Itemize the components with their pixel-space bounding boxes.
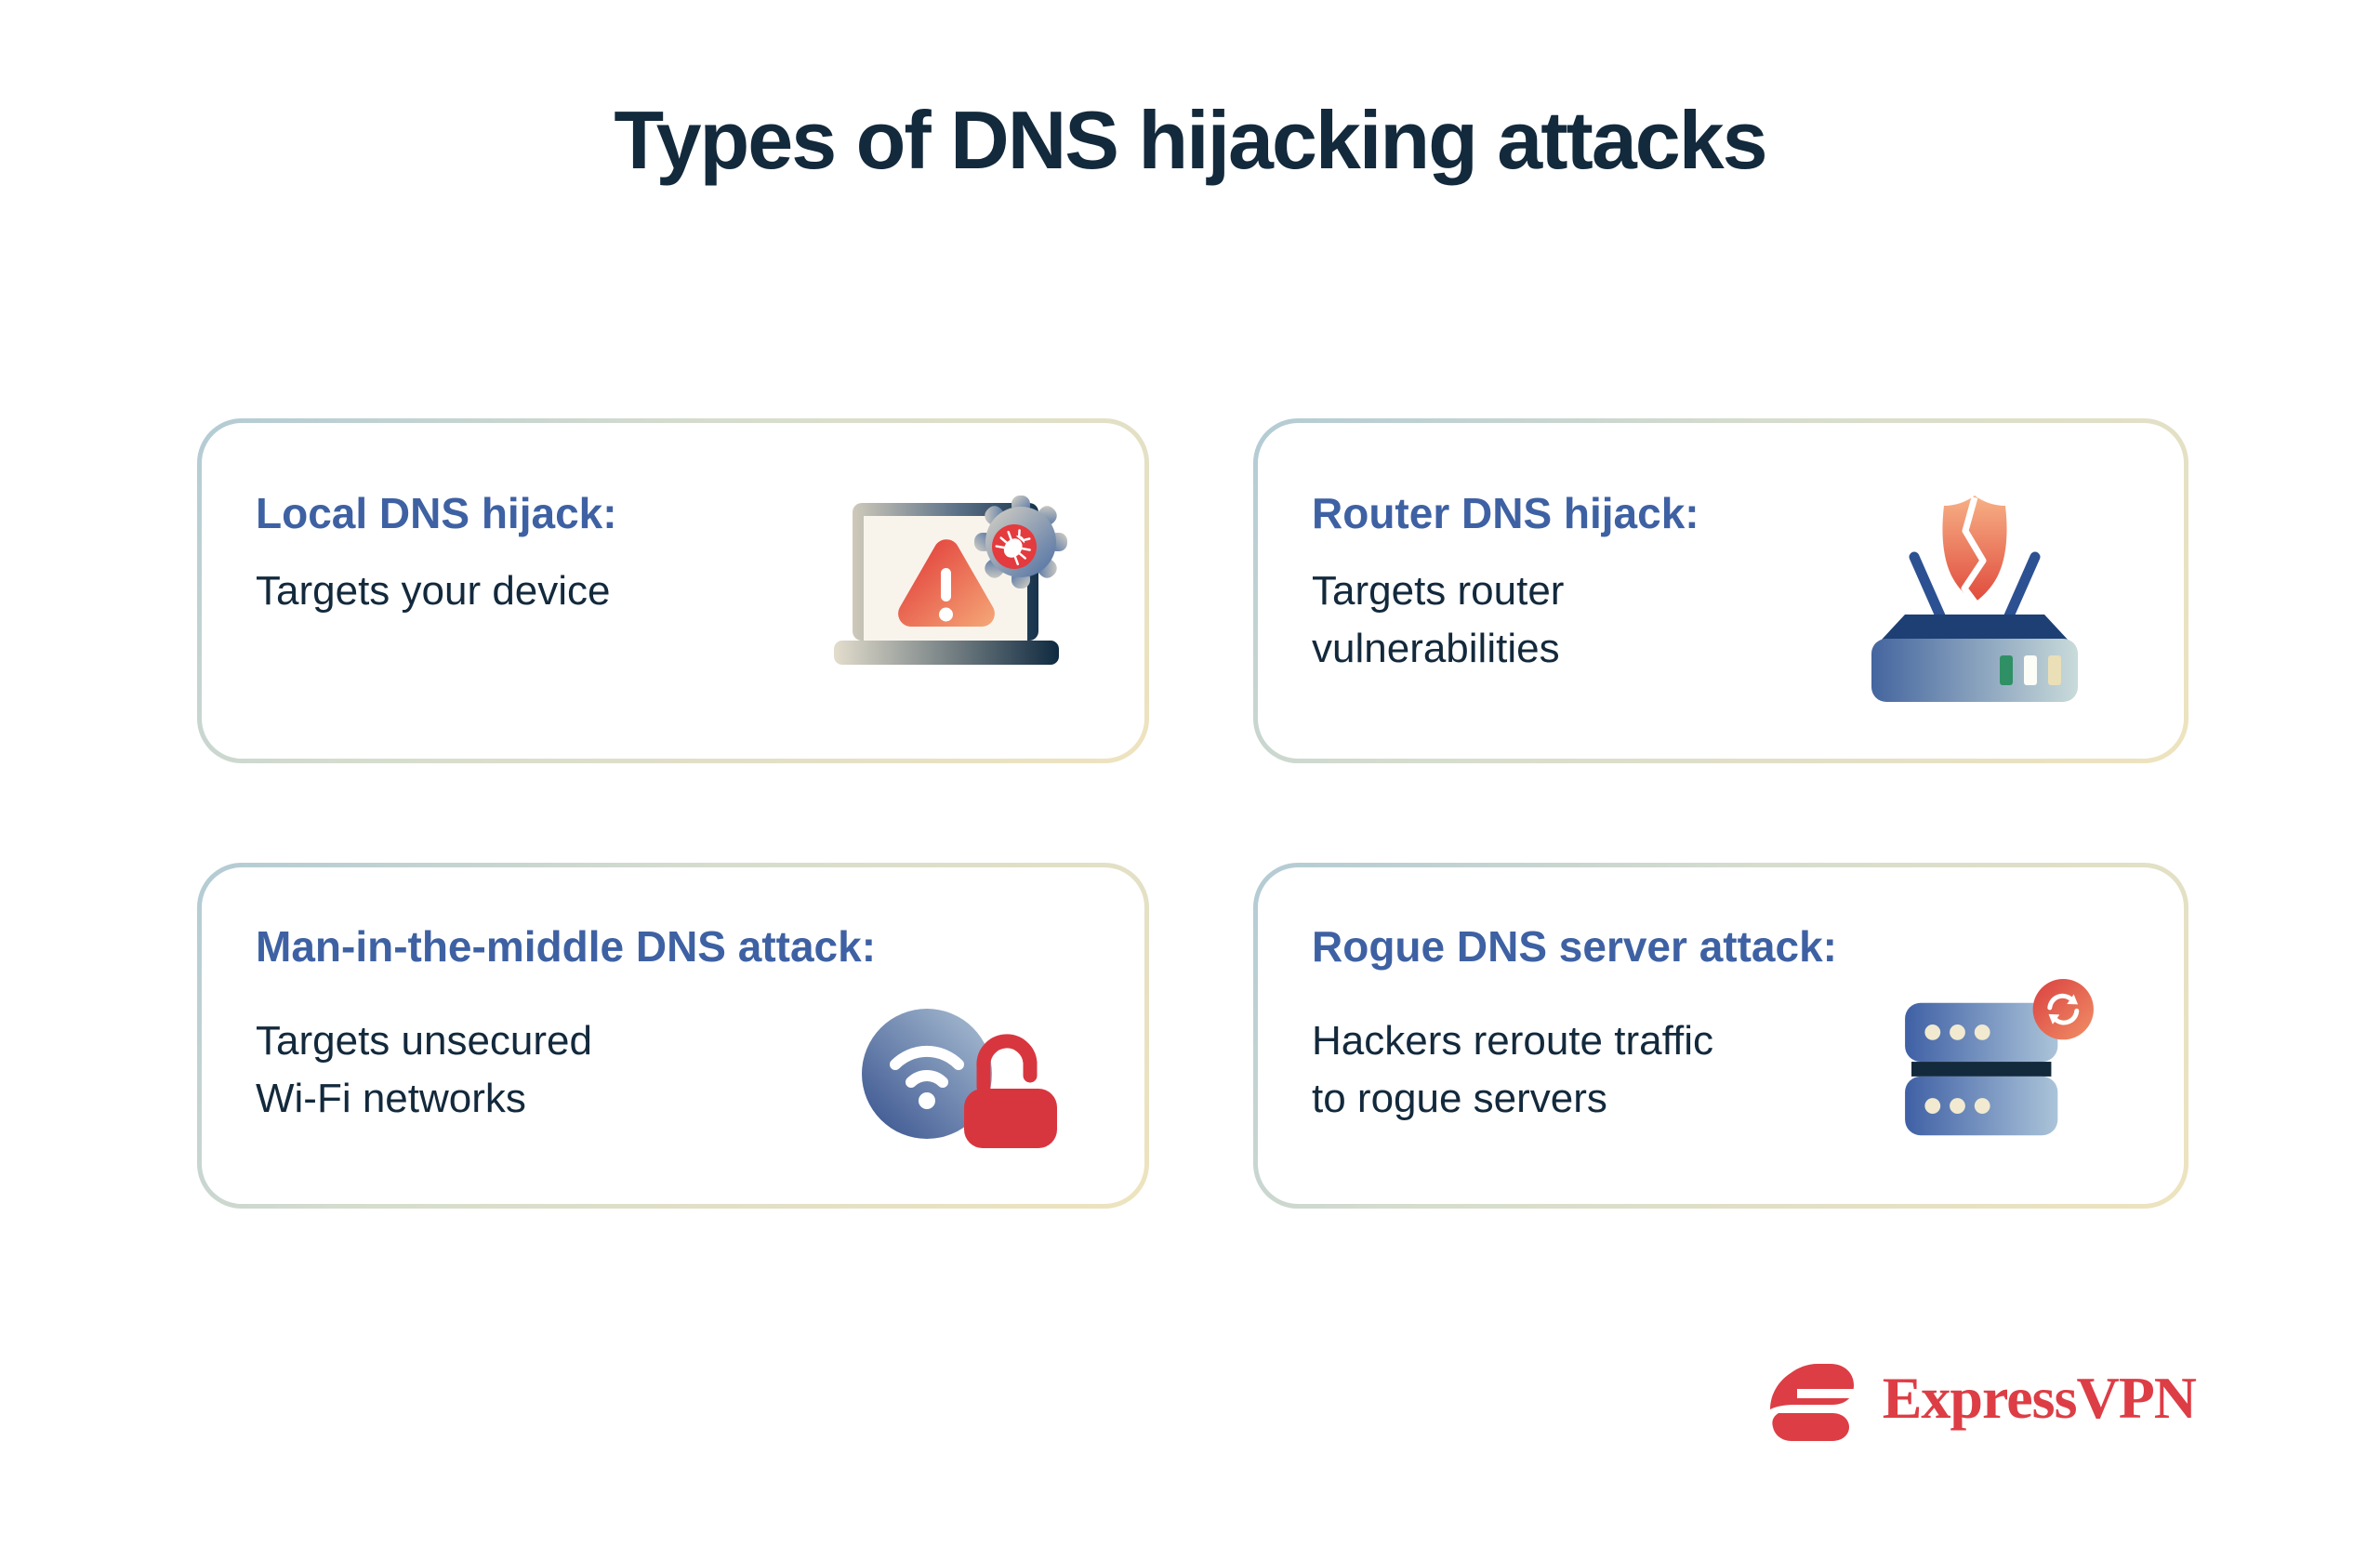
brand-wordmark: ExpressVPN [1882,1365,2197,1431]
card-description: Hackers reroute traffic to rogue servers [1312,1018,1714,1122]
page-title: Types of DNS hijacking attacks [614,94,1767,186]
card-text-block: Router DNS hijack: Targets router vulner… [1312,423,1699,679]
card-rogue-dns-server-attack: Rogue DNS server attack: Hackers reroute… [1253,863,2188,1209]
brand-logo: ExpressVPN [1762,1354,2197,1443]
router-broken-shield-icon [1871,496,2078,702]
card-description: Targets router vulnerabilities [1312,568,1565,672]
card-man-in-the-middle-attack: Man-in-the-middle DNS attack: Targets un… [197,863,1149,1209]
card-local-dns-hijack: Local DNS hijack: Targets your device [197,418,1149,763]
card-heading: Man-in-the-middle DNS attack: [256,922,877,971]
card-text-block: Local DNS hijack: Targets your device [256,423,617,620]
card-text-block: Man-in-the-middle DNS attack: Targets un… [256,867,876,1129]
card-heading: Rogue DNS server attack: [1312,922,1837,971]
bug-icon [995,529,1031,566]
wifi-open-lock-icon [862,1009,1057,1148]
card-text-block: Rogue DNS server attack: Hackers reroute… [1312,867,1837,1129]
card-heading: Local DNS hijack: [256,489,617,537]
sync-arrows-icon [2047,993,2080,1025]
card-description: Targets your device [256,568,611,614]
card-heading: Router DNS hijack: [1312,489,1699,537]
expressvpn-logo-icon [1769,1364,1854,1441]
card-description: Targets unsecured Wi-Fi networks [256,1018,592,1122]
card-router-dns-hijack: Router DNS hijack: Targets router vulner… [1253,418,2188,763]
laptop-malware-icon [834,496,1067,665]
server-reroute-icon [1905,979,2094,1136]
